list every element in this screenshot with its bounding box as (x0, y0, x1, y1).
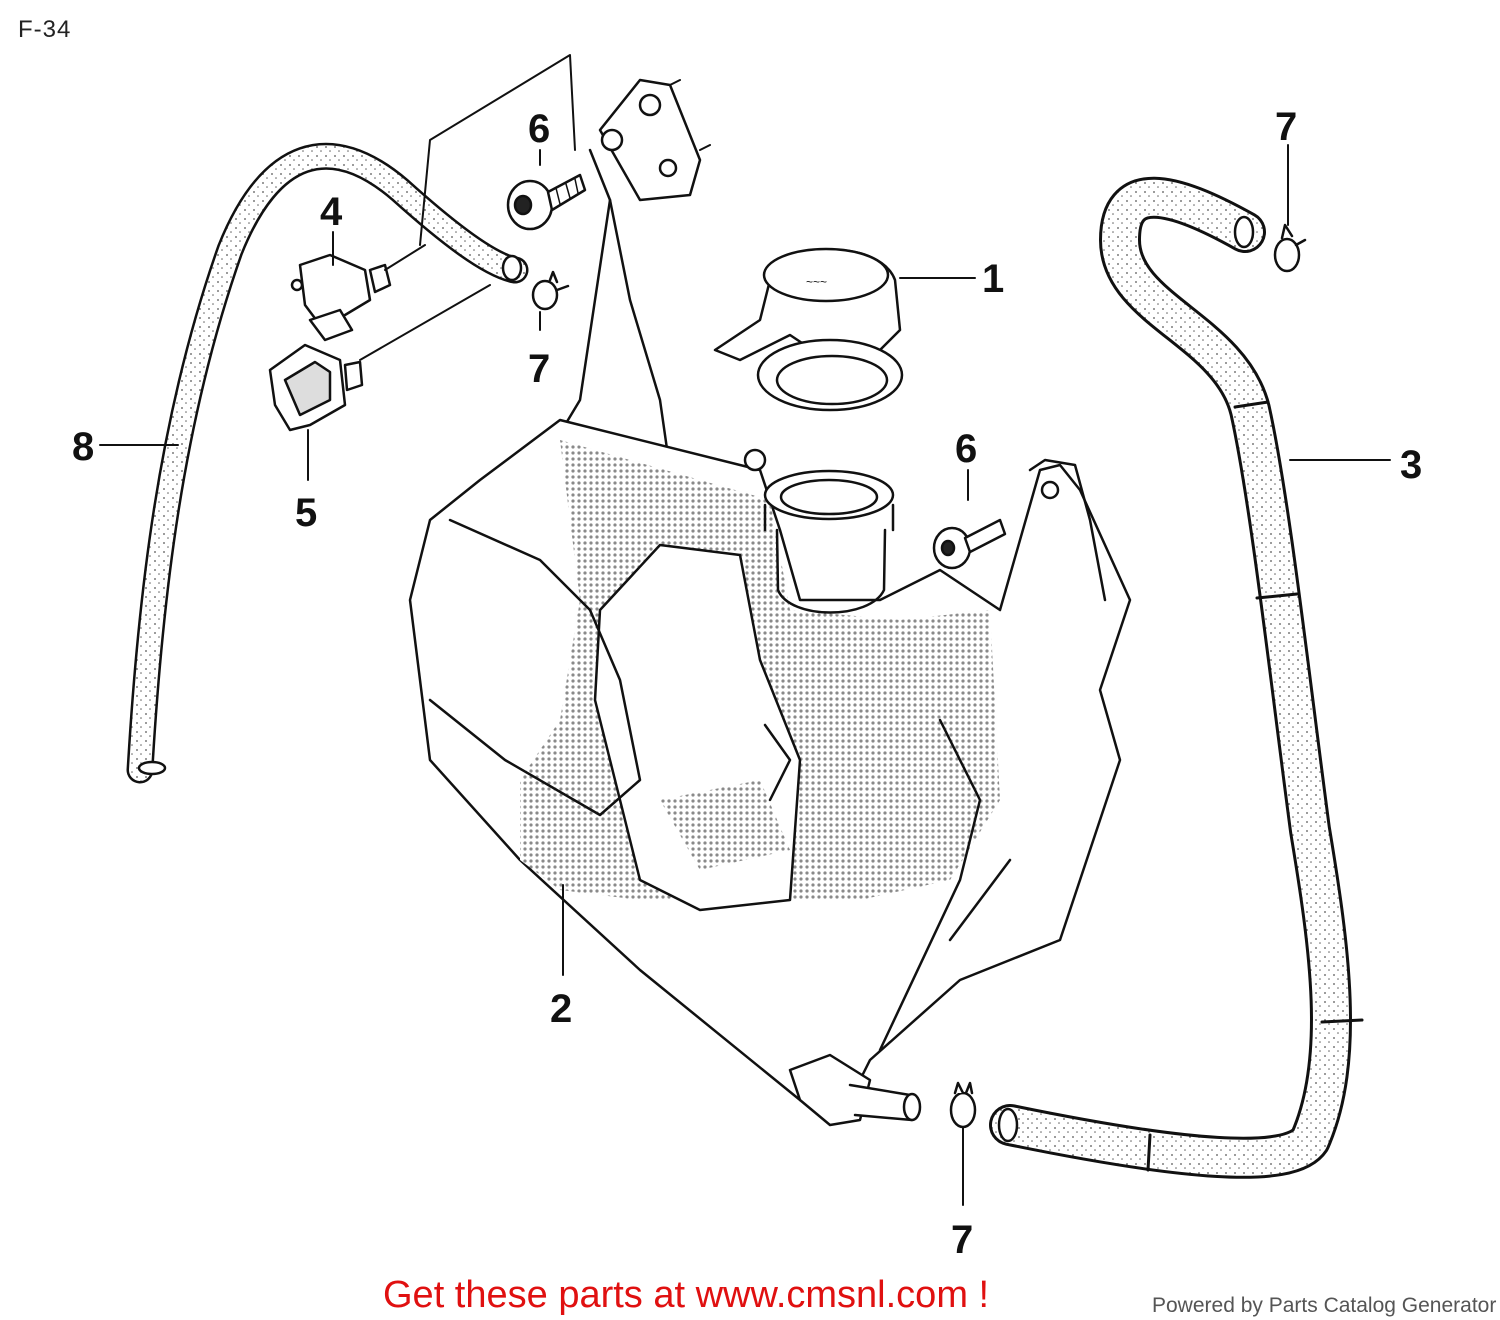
callout-7-top-right: 7 (1275, 105, 1297, 149)
cmsnl-parts-link[interactable]: Get these parts at www.cmsnl.com ! (383, 1274, 990, 1316)
callout-3: 3 (1400, 443, 1422, 487)
clip-part-7-bottom (949, 1081, 977, 1129)
cap-part-1: ~~~ (713, 247, 904, 412)
hose-part-3 (989, 176, 1364, 1179)
svg-text:~~~: ~~~ (806, 275, 827, 289)
callout-5: 5 (295, 491, 317, 535)
callout-4: 4 (320, 190, 343, 234)
callout-7-bottom: 7 (951, 1218, 973, 1262)
clip-part-7-center (531, 270, 570, 311)
hose-part-8 (126, 142, 529, 784)
callout-1: 1 (982, 257, 1004, 301)
clamp-part-5 (268, 343, 364, 432)
callout-6-right: 6 (955, 427, 977, 471)
callout-7-center: 7 (528, 347, 550, 391)
callout-8: 8 (72, 425, 94, 469)
clip-part-7-right (1273, 223, 1307, 273)
bolt-part-6-top (506, 173, 587, 231)
page-code: F-34 (18, 16, 72, 43)
bolt-part-6-right (932, 518, 1007, 570)
reservoir-tank-part-2 (408, 78, 1132, 1127)
clamp-part-4 (290, 253, 392, 342)
powered-by-credit: Powered by Parts Catalog Generator (1152, 1294, 1497, 1317)
callout-2: 2 (550, 987, 572, 1031)
callout-6-top: 6 (528, 107, 550, 151)
